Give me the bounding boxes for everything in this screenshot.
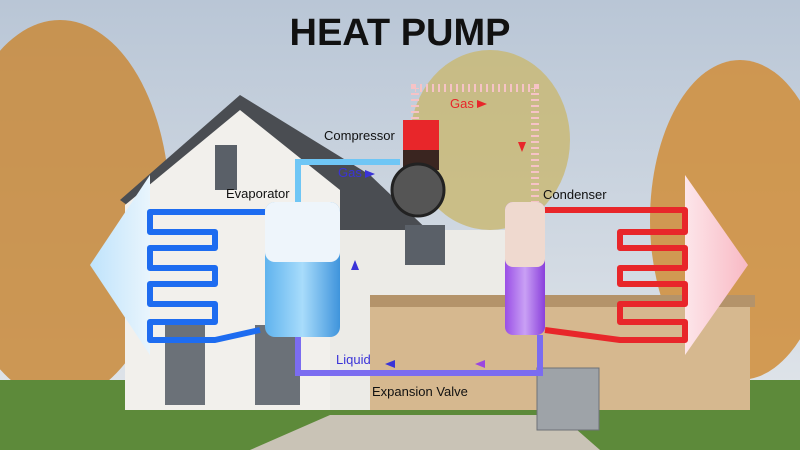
evaporator-top [265,202,340,262]
liquid-arrow-icon [385,360,395,368]
up-arrow-icon [351,260,359,270]
expansion-valve-label: Expansion Valve [372,384,468,399]
liquid-pipe [295,335,543,376]
cold-air-arrow [90,175,150,355]
path [250,415,600,450]
hot-gas-label: Gas [450,96,474,111]
page-title: HEAT PUMP [289,12,511,54]
window [255,325,300,405]
condenser-top [505,202,545,267]
hot-gas-arrow-icon [477,100,487,108]
compressor-crank [390,162,446,218]
cold-gas-arrow-icon [365,170,375,178]
evaporator-outer-coil [147,209,265,343]
down-arrow-icon [518,142,526,152]
condenser-label: Condenser [543,187,607,202]
condenser-outer-coil [544,207,688,343]
valve-arrow-icon [475,360,485,368]
outdoor-unit [536,367,600,431]
tree-center [410,50,570,230]
cold-gas-pipe [295,159,400,205]
compressor-cylinder [403,120,439,150]
window [405,225,445,265]
compressor-label: Compressor [324,128,395,143]
warm-air-arrow [685,175,748,355]
liquid-label: Liquid [336,352,371,367]
evaporator-label: Evaporator [226,186,290,201]
cold-gas-label: Gas [338,165,362,180]
hot-gas-pipe [411,84,539,205]
window [215,145,237,190]
